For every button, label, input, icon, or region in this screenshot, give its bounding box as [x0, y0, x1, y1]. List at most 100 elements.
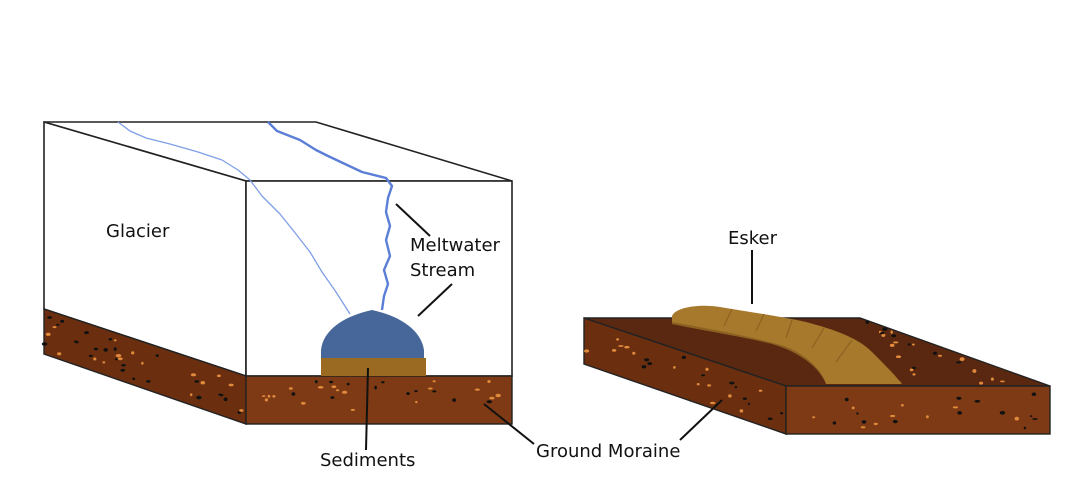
soil-speck: [1000, 380, 1005, 383]
soil-speck: [264, 398, 268, 402]
soil-speck: [742, 397, 747, 400]
soil-speck: [709, 401, 716, 405]
soil-speck: [891, 334, 897, 338]
soil-speck: [955, 361, 962, 364]
soil-speck: [495, 393, 501, 398]
soil-speck: [190, 393, 193, 397]
soil-speck: [262, 395, 266, 397]
soil-speck: [121, 364, 126, 367]
soil-speck: [959, 357, 965, 361]
soil-speck: [155, 354, 159, 357]
soil-speck: [952, 406, 959, 409]
soil-speck: [452, 398, 456, 402]
esker-block: [583, 305, 1051, 435]
soil-speck: [972, 369, 977, 373]
subglacial-tunnel: [321, 310, 424, 362]
soil-speck: [267, 394, 271, 398]
soil-speck: [102, 361, 106, 364]
leader-meltwater-upper: [395, 203, 431, 237]
soil-speck: [489, 396, 495, 400]
soil-speck: [474, 388, 480, 391]
soil-speck: [288, 387, 293, 390]
soil-speck: [223, 397, 228, 402]
soil-speck: [647, 362, 653, 366]
soil-speck: [272, 395, 276, 398]
soil-speck: [239, 409, 244, 412]
soil-speck: [487, 380, 491, 383]
soil-speck: [415, 400, 418, 404]
meltwater-stream-thin: [117, 121, 351, 315]
soil-speck: [901, 404, 904, 407]
soil-speck: [427, 387, 433, 390]
soil-speck: [979, 381, 984, 385]
soil-speck: [196, 395, 202, 400]
soil-speck: [938, 354, 942, 357]
soil-speck: [117, 357, 123, 361]
soil-speck: [414, 390, 418, 393]
soil-speck: [844, 397, 849, 402]
soil-speck: [141, 361, 144, 365]
soil-speck: [52, 326, 57, 329]
soil-speck: [341, 390, 348, 394]
soil-speck: [486, 400, 493, 404]
soil-speck: [1014, 416, 1020, 421]
leader-sediments: [365, 367, 369, 451]
label-glacier: Glacier: [106, 221, 170, 242]
soil-speck: [190, 373, 197, 377]
soil-speck: [641, 365, 647, 369]
soil-speck: [861, 420, 867, 424]
soil-speck: [1031, 392, 1037, 396]
leader-lines: [365, 203, 753, 451]
soil-speck: [120, 368, 126, 372]
soil-speckles-left: [41, 316, 501, 414]
soil-speck: [60, 319, 65, 323]
soil-speck: [999, 411, 1006, 415]
sediment-layer: [321, 358, 426, 376]
soil-speck: [1023, 426, 1027, 430]
soil-speck: [301, 401, 306, 405]
leader-ground-moraine-left: [483, 403, 535, 445]
soil-speck: [767, 417, 773, 421]
soil-speck: [218, 393, 223, 396]
soil-speck: [890, 330, 893, 334]
label-meltwater: Meltwater: [410, 235, 501, 256]
soil-speck: [336, 389, 340, 392]
soil-speck: [644, 358, 650, 362]
soil-speck: [93, 357, 97, 361]
soil-speck: [860, 426, 866, 429]
soil-speck: [108, 338, 113, 341]
soil-speck: [893, 341, 899, 344]
soil-speck: [47, 316, 52, 319]
soil-speck: [115, 354, 122, 358]
soil-speck: [758, 389, 763, 392]
ground-front-face: [245, 375, 513, 425]
soil-speck: [892, 419, 898, 424]
soil-speck: [681, 355, 687, 359]
soil-speck: [701, 374, 706, 377]
soil-speck: [707, 384, 712, 387]
soil-speck: [932, 351, 938, 355]
glacier-block: [41, 120, 513, 425]
soil-speck: [314, 380, 318, 384]
soil-speck: [611, 349, 617, 352]
soil-speck: [291, 392, 296, 396]
soil-speck: [956, 396, 962, 400]
soil-speck: [406, 392, 410, 396]
soil-speck: [381, 381, 385, 384]
leader-meltwater-lower: [417, 283, 453, 317]
soil-speck: [926, 415, 929, 419]
soil-speck: [1029, 415, 1033, 417]
meltwater-stream-main: [267, 121, 394, 311]
soil-speck: [317, 386, 324, 389]
soil-speck: [146, 380, 151, 383]
soil-speck: [88, 354, 93, 357]
soil-speck: [346, 382, 350, 386]
soil-speck: [880, 332, 885, 335]
soil-speck: [696, 383, 700, 386]
soil-speck: [734, 385, 738, 389]
soil-speck: [84, 331, 89, 335]
soil-speck: [739, 409, 744, 413]
soil-speck: [865, 320, 869, 324]
label-stream: Stream: [410, 260, 475, 281]
label-sediments: Sediments: [320, 450, 415, 471]
